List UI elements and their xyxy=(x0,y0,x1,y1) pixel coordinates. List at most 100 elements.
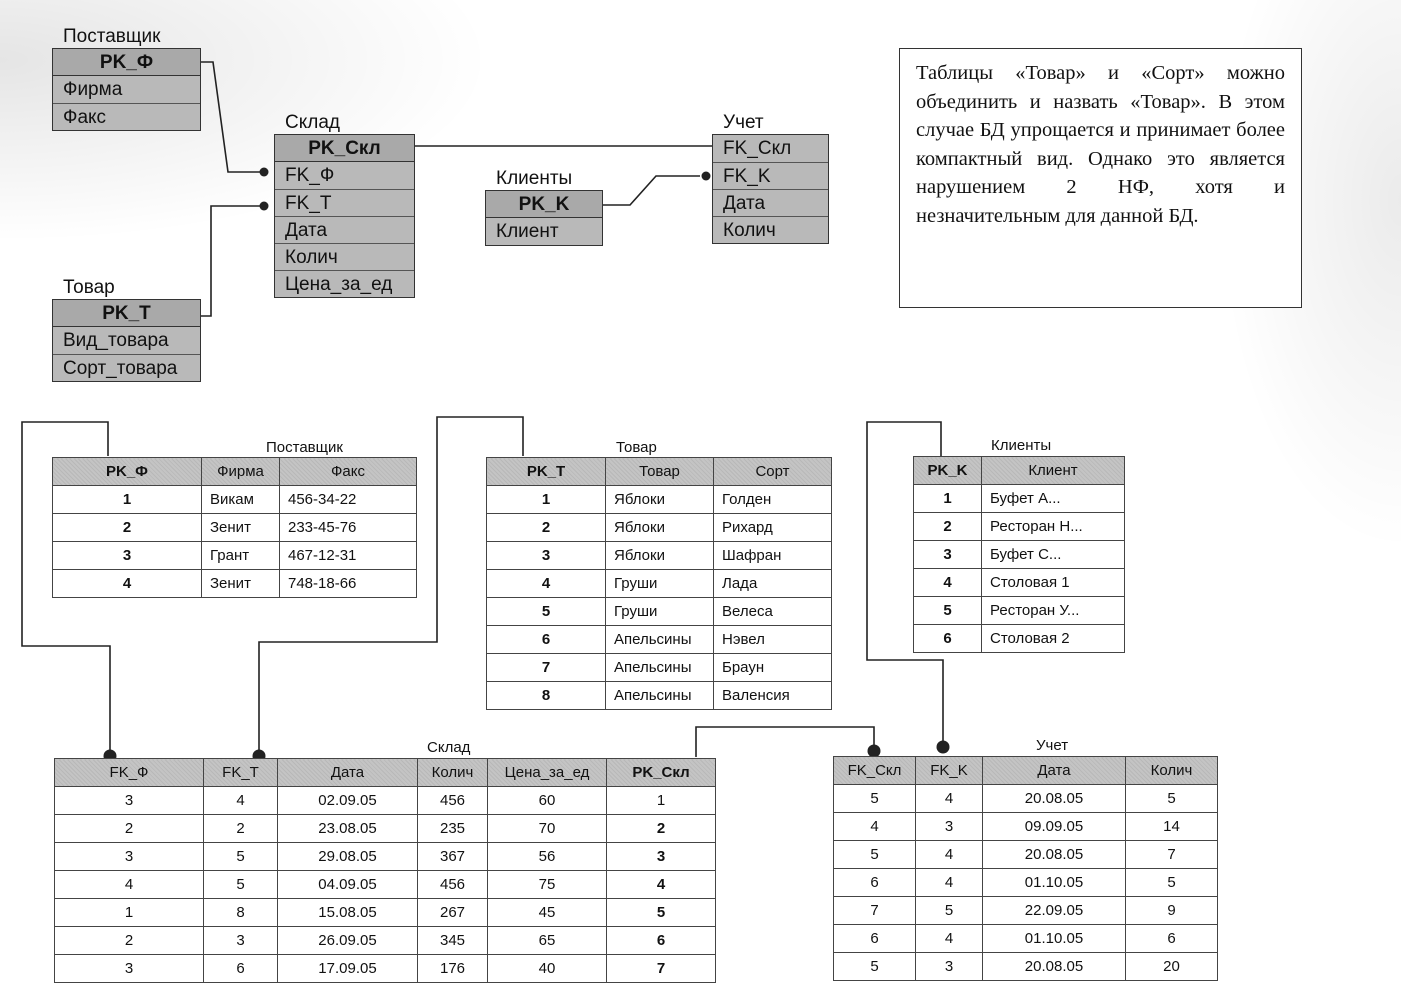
table-cell: Викам xyxy=(201,485,280,514)
table-cell: 23.08.05 xyxy=(277,814,418,843)
table-cell: Груши xyxy=(605,569,714,598)
table-cell: 3 xyxy=(486,541,606,570)
table-cell: 60 xyxy=(487,786,607,815)
table-cell: 14 xyxy=(1125,812,1218,841)
table-cell: 3 xyxy=(54,786,204,815)
table-cell: 2 xyxy=(486,513,606,542)
table-cell: 01.10.05 xyxy=(982,868,1126,897)
table-row: 6 Столовая 2 xyxy=(913,624,1125,653)
table-cell: 01.10.05 xyxy=(982,924,1126,953)
column-header: Сорт xyxy=(713,457,832,486)
table-cell: 467-12-31 xyxy=(279,541,417,570)
column-header: PK_Скл xyxy=(606,758,716,787)
table-accounting-title: Учет xyxy=(1036,737,1069,754)
table-cell: Груши xyxy=(605,597,714,626)
table-cell: 1 xyxy=(486,485,606,514)
table-cell: 5 xyxy=(1125,784,1218,813)
table-cell: 6 xyxy=(486,625,606,654)
table-cell: 02.09.05 xyxy=(277,786,418,815)
table-cell: 2 xyxy=(913,512,982,541)
table-cell: 20 xyxy=(1125,952,1218,981)
table-cell: Яблоки xyxy=(605,513,714,542)
column-header: FK_Скл xyxy=(833,756,916,785)
table-cell: 4 xyxy=(915,784,983,813)
table-warehouse: FK_Ф FK_Т Дата Колич Цена_за_ед PK_Скл 3… xyxy=(54,758,716,983)
table-cell: 3 xyxy=(54,842,204,871)
table-cell: 2 xyxy=(54,926,204,955)
table-cell: Ресторан Н... xyxy=(981,512,1125,541)
column-header: Колич xyxy=(417,758,488,787)
table-cell: Апельсины xyxy=(605,681,714,710)
column-header: FK_Ф xyxy=(54,758,204,787)
table-cell: 40 xyxy=(487,954,607,983)
table-row: 3 Буфет С... xyxy=(913,540,1125,569)
table-cell: 15.08.05 xyxy=(277,898,418,927)
table-cell: Апельсины xyxy=(605,653,714,682)
er-warehouse-field: Цена_за_ед xyxy=(275,270,414,297)
er-accounting-entity: FK_Скл FK_K Дата Колич xyxy=(712,134,829,244)
table-cell: 09.09.05 xyxy=(982,812,1126,841)
data-dot-accounting-fk-k xyxy=(936,740,950,754)
table-row: 1 8 15.08.05 267 45 5 xyxy=(54,898,716,927)
table-cell: 4 xyxy=(915,924,983,953)
er-warehouse-field: FK_Т xyxy=(275,189,414,216)
er-product-pk: PK_Т xyxy=(53,300,200,327)
table-product-title: Товар xyxy=(616,439,657,456)
table-row: 5 Ресторан У... xyxy=(913,596,1125,625)
er-warehouse-field: Дата xyxy=(275,216,414,243)
table-clients-title: Клиенты xyxy=(991,437,1052,454)
table-product: PK_T Товар Сорт 1 Яблоки Голден 2 Яблоки… xyxy=(486,457,832,710)
er-warehouse-field: FK_Ф xyxy=(285,165,335,186)
er-dot-warehouse-fk-t xyxy=(259,201,269,211)
table-cell: 5 xyxy=(1125,868,1218,897)
table-row: 3 Грант 467-12-31 xyxy=(52,541,417,570)
column-header: Товар xyxy=(605,457,714,486)
table-cell: 5 xyxy=(486,597,606,626)
er-dot-accounting-fk-k xyxy=(701,171,711,181)
table-cell: 5 xyxy=(833,840,916,869)
table-cell: 1 xyxy=(52,485,202,514)
table-cell: 1 xyxy=(606,786,716,815)
er-product-title: Товар xyxy=(63,277,115,298)
table-cell: 6 xyxy=(203,954,278,983)
table-cell: 9 xyxy=(1125,896,1218,925)
table-cell: Апельсины xyxy=(605,625,714,654)
er-accounting-field: Дата xyxy=(713,189,828,216)
table-cell: 7 xyxy=(606,954,716,983)
column-header: FK_Т xyxy=(203,758,278,787)
column-header: Факс xyxy=(279,457,417,486)
er-supplier-field: Факс xyxy=(53,103,200,130)
er-supplier-title: Поставщик xyxy=(63,26,161,47)
table-row: 3 Яблоки Шафран xyxy=(486,541,832,570)
table-cell: 4 xyxy=(915,868,983,897)
er-supplier-entity: PK_Ф Фирма Факс xyxy=(52,48,201,131)
column-header: PK_T xyxy=(486,457,606,486)
er-clients-pk: PK_K xyxy=(486,191,602,218)
column-header: PK_Ф xyxy=(52,457,202,486)
table-cell: 2 xyxy=(203,814,278,843)
er-accounting-title: Учет xyxy=(723,112,764,133)
column-header: FK_K xyxy=(915,756,983,785)
column-header: Фирма xyxy=(201,457,280,486)
er-supplier-field: Фирма xyxy=(63,79,123,100)
table-cell: Зенит xyxy=(201,569,280,598)
table-row: 5 4 20.08.05 5 xyxy=(833,784,1218,813)
table-cell: 4 xyxy=(54,870,204,899)
table-row: 3 6 17.09.05 176 40 7 xyxy=(54,954,716,983)
er-clients-field: Клиент xyxy=(496,221,559,242)
table-cell: 267 xyxy=(417,898,488,927)
table-cell: 7 xyxy=(486,653,606,682)
table-row: 3 5 29.08.05 367 56 3 xyxy=(54,842,716,871)
er-accounting-field: FK_K xyxy=(713,162,828,189)
column-header: Дата xyxy=(277,758,418,787)
table-cell: Нэвел xyxy=(713,625,832,654)
column-header: PK_K xyxy=(913,456,982,485)
er-warehouse-pk: PK_Скл xyxy=(275,135,414,162)
table-row: 2 2 23.08.05 235 70 2 xyxy=(54,814,716,843)
table-cell: 176 xyxy=(417,954,488,983)
table-cell: Яблоки xyxy=(605,541,714,570)
er-accounting-field: Колич xyxy=(713,216,828,243)
table-cell: Грант xyxy=(201,541,280,570)
table-cell: 6 xyxy=(1125,924,1218,953)
table-cell: 7 xyxy=(1125,840,1218,869)
